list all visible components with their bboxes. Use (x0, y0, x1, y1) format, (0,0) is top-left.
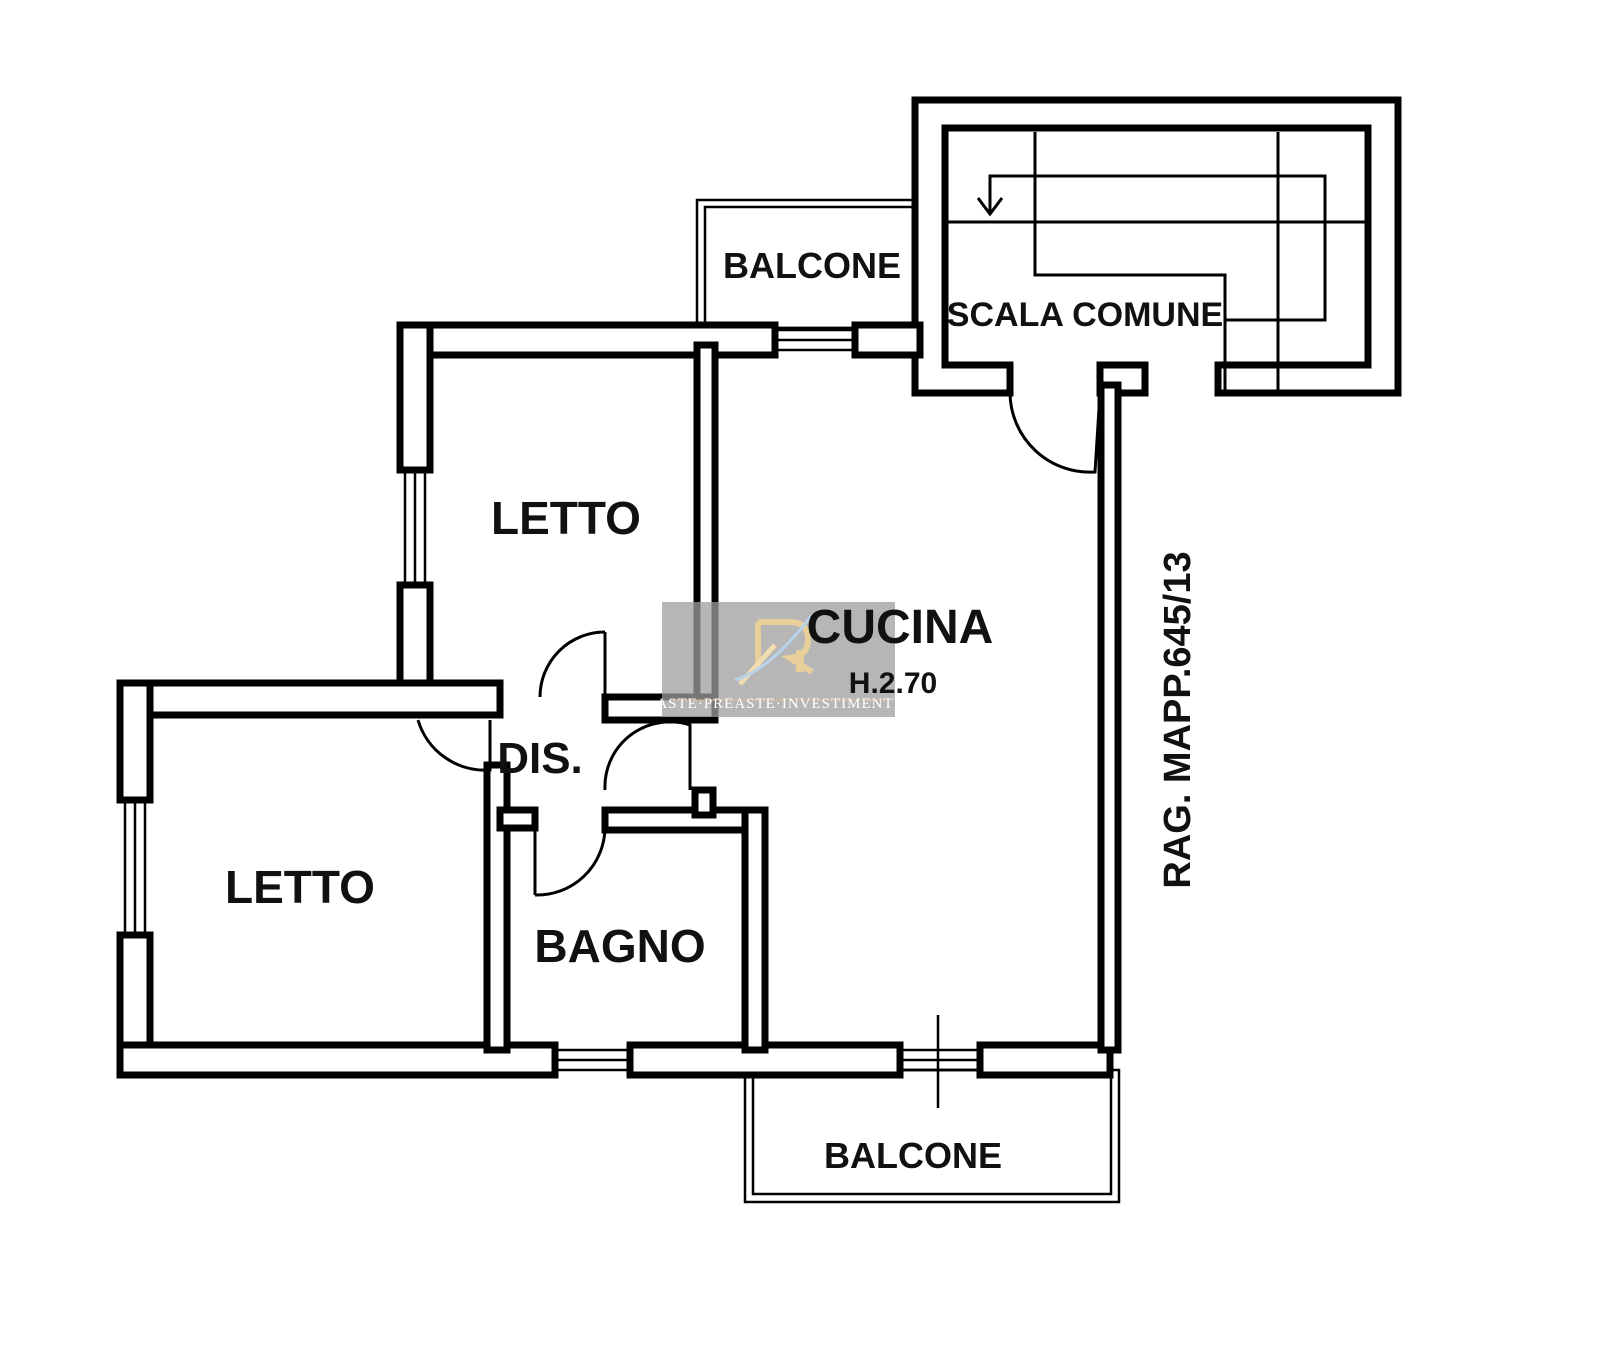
room-label-dis: DIS. (497, 734, 583, 783)
watermark-tagline: ASTE·PREASTE·INVESTIMENTI (656, 696, 899, 712)
room-label-balcone-bottom: BALCONE (824, 1135, 1002, 1176)
room-label-scala-comune: SCALA COMUNE (947, 296, 1223, 334)
walls (116, 321, 1122, 1079)
room-label-cucina: CUCINA (807, 601, 994, 654)
room-height-label: H.2.70 (849, 667, 937, 700)
room-label-bagno: BAGNO (534, 920, 705, 972)
parcel-reference-label: RAG. MAPP.645/13 (1157, 551, 1199, 888)
room-label-letto-lower: LETTO (225, 861, 375, 913)
room-label-letto-upper: LETTO (491, 492, 641, 544)
door-swings (416, 392, 1102, 897)
stair-steps (945, 132, 1368, 390)
room-label-balcone-top: BALCONE (723, 245, 901, 286)
stair-direction-arrow-icon (976, 197, 1004, 217)
watermark: ASTE·PREASTE·INVESTIMENTI (656, 602, 899, 717)
ri-logo-icon (734, 614, 814, 686)
windows (123, 328, 980, 1108)
